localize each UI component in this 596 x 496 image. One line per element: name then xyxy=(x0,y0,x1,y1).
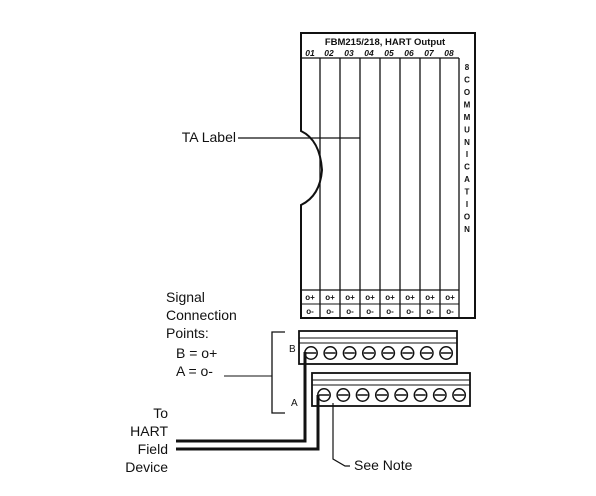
terminal-screw xyxy=(336,388,351,402)
svg-text:Signal: Signal xyxy=(166,289,205,305)
plus-label: o+ xyxy=(405,293,415,302)
terminal-screw xyxy=(355,388,370,402)
channel-number: 03 xyxy=(344,48,354,58)
module-outline xyxy=(300,32,476,319)
channel-number: 02 xyxy=(324,48,334,58)
svg-text:Points:: Points: xyxy=(166,325,209,341)
side-label-letter: 8 xyxy=(465,63,470,72)
svg-text:To: To xyxy=(153,405,168,421)
channel-number: 04 xyxy=(364,48,374,58)
side-label-letter: T xyxy=(465,188,470,197)
terminal-screw xyxy=(439,346,454,360)
side-label-letter: M xyxy=(464,100,471,109)
terminal-screw xyxy=(400,346,415,360)
row-label-b: B xyxy=(289,344,296,355)
side-label-letter: U xyxy=(464,125,470,134)
terminal-screw xyxy=(381,346,396,360)
terminal-screw xyxy=(374,388,389,402)
svg-text:Connection: Connection xyxy=(166,307,237,323)
channel-number: 06 xyxy=(404,48,414,58)
polarity-minus-row: o- o- o- o- o- o- o- o- xyxy=(306,307,454,316)
terminal-screw xyxy=(419,346,434,360)
wire-plus xyxy=(176,352,307,443)
side-label-letter: N xyxy=(464,225,470,234)
row-label-a: A xyxy=(291,398,298,409)
side-label-letter: O xyxy=(464,213,470,222)
screw-row-b xyxy=(304,346,454,360)
terminal-screw xyxy=(361,346,376,360)
field-device-text: To HART Field Device xyxy=(125,405,168,475)
module-header: FBM215/218, HART Output xyxy=(325,37,446,48)
screw-row-a xyxy=(317,388,467,402)
side-label-letter: C xyxy=(464,163,470,172)
minus-label: o- xyxy=(386,307,394,316)
label-dividers xyxy=(319,58,441,318)
svg-text:Field: Field xyxy=(138,441,168,457)
row-bracket xyxy=(271,331,285,414)
channel-number: 08 xyxy=(444,48,454,58)
terminal-screw xyxy=(323,346,338,360)
terminal-block-a xyxy=(311,372,471,407)
minus-label: o- xyxy=(406,307,414,316)
plus-label: o+ xyxy=(345,293,355,302)
plus-label: o+ xyxy=(445,293,455,302)
side-label-letter: I xyxy=(466,200,468,209)
polarity-plus-row: o+ o+ o+ o+ o+ o+ o+ o+ xyxy=(305,293,455,302)
terminal-screw xyxy=(394,388,409,402)
terminal-block-b xyxy=(298,330,458,365)
plus-label: o+ xyxy=(305,293,315,302)
terminal-screw xyxy=(342,346,357,360)
terminal-block-a-body xyxy=(311,372,471,407)
terminal-screw xyxy=(304,346,318,360)
side-label-letter: C xyxy=(464,75,470,84)
ta-label-text: TA Label xyxy=(182,129,236,145)
terminal-block-b-body xyxy=(298,330,458,365)
side-label-letter: M xyxy=(464,113,471,122)
a-definition: A = o- xyxy=(176,363,213,379)
terminal-screw xyxy=(413,388,428,402)
minus-label: o- xyxy=(346,307,354,316)
field-wires xyxy=(176,352,320,451)
terminal-screw xyxy=(452,388,467,402)
fbm-module: FBM215/218, HART Output 01 02 03 04 05 0… xyxy=(300,32,476,319)
minus-label: o- xyxy=(306,307,314,316)
plus-label: o+ xyxy=(325,293,335,302)
minus-label: o- xyxy=(366,307,374,316)
see-note-text: See Note xyxy=(354,457,413,473)
channel-number: 01 xyxy=(305,48,315,58)
side-label-letter: A xyxy=(464,175,470,184)
channel-number: 07 xyxy=(424,48,435,58)
channel-numbers: 01 02 03 04 05 06 07 08 xyxy=(305,48,454,58)
side-label-letter: O xyxy=(464,88,470,97)
svg-text:Device: Device xyxy=(125,459,168,475)
b-definition: B = o+ xyxy=(176,345,217,361)
wire-minus xyxy=(176,395,320,451)
plus-label: o+ xyxy=(385,293,395,302)
side-label-letter: I xyxy=(466,150,468,159)
terminal-screw xyxy=(317,388,331,402)
see-note-leader xyxy=(332,403,350,467)
plus-label: o+ xyxy=(365,293,375,302)
minus-label: o- xyxy=(426,307,434,316)
minus-label: o- xyxy=(326,307,334,316)
terminal-screw xyxy=(432,388,447,402)
svg-text:HART: HART xyxy=(130,423,168,439)
signal-points-text: Signal Connection Points: B = o+ A = o- xyxy=(166,289,237,379)
side-label-letter: N xyxy=(464,138,470,147)
plus-label: o+ xyxy=(425,293,435,302)
channel-number: 05 xyxy=(384,48,394,58)
minus-label: o- xyxy=(446,307,454,316)
